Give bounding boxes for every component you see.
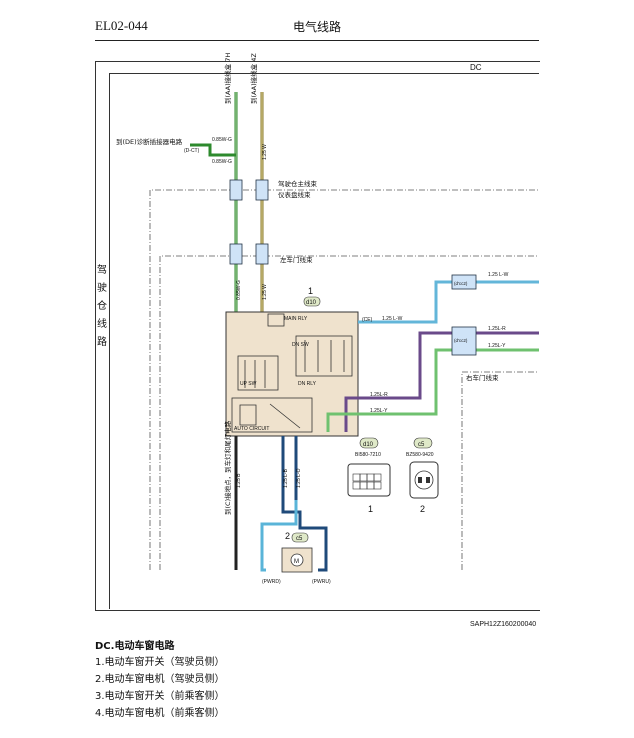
relay-block xyxy=(295,335,353,377)
header-rule xyxy=(95,40,539,41)
top-ref-label-1: 到(AA)接线盒 7H xyxy=(223,53,232,104)
sidebar-char: 路 xyxy=(97,337,107,348)
connector-tag-d10 xyxy=(359,437,379,449)
legend-list: 1.电动车窗开关（驾驶员侧） 2.电动车窗电机（驾驶员侧） 3.电动车窗开关（前… xyxy=(95,654,225,722)
conn-d10-part: BI580-7210 xyxy=(355,452,381,458)
harness-left-door-label: 左车门线束 xyxy=(280,255,313,264)
motor-pwrd-label: (PWRD) xyxy=(262,579,281,585)
motor-symbol-circle xyxy=(290,553,304,567)
connector-right-lower xyxy=(451,326,477,356)
connector-top-left xyxy=(229,179,243,201)
dn-sw-label: DN SW xyxy=(292,342,309,348)
wire-label-lo: 1.25 L-O xyxy=(296,468,302,488)
switch-number: 1 xyxy=(308,286,313,296)
harness-dash-label: 仪表盘线束 xyxy=(278,190,311,199)
conn-dct-label: (D-CT) xyxy=(184,148,200,154)
connector-mid-left xyxy=(229,243,243,265)
wire-purple xyxy=(344,331,539,432)
motor-pwru-label: (PWRU) xyxy=(312,579,331,585)
conn-c5-part: BZ580-9420 xyxy=(406,452,434,458)
auto-circuit-block xyxy=(231,397,313,433)
harness-main-label: 驾驶仓主线束 xyxy=(278,179,318,188)
page-title: 电气线路 xyxy=(292,20,341,34)
wire-label-lr-1: 1.25L-R xyxy=(370,392,388,398)
harness-right-door-label: 右车门线束 xyxy=(466,373,499,382)
wire-label-lw-1: 1.25 L-W xyxy=(382,316,403,322)
connector-right-upper xyxy=(451,274,477,290)
harness-boundary-left-door xyxy=(159,255,539,570)
motor-symbol-text: M xyxy=(294,559,299,565)
section-code: DC xyxy=(470,63,482,72)
sidebar-column xyxy=(95,73,110,609)
sidebar-char: 驶 xyxy=(97,283,107,294)
harness-boundary-right-door xyxy=(461,371,539,570)
page-code: EL02-044 xyxy=(95,18,148,33)
diagram-caption: DC.电动车窗电路 xyxy=(95,641,175,652)
conn-dlc-label-2: (d'cc2) xyxy=(454,338,468,343)
conn-d10-tag-text: d10 xyxy=(363,442,374,448)
sidebar-char: 仓 xyxy=(97,301,107,312)
connector-fig-2: 2 xyxy=(420,504,425,514)
connector-face-c5 xyxy=(409,461,439,499)
diag-ref-label: 到(DE)诊断插接器电路 xyxy=(116,137,183,146)
wire-light-green xyxy=(326,348,539,432)
wire-light-blue xyxy=(358,280,539,324)
wire-label-lb: 1.25 L-B xyxy=(283,468,289,488)
reference-code: SAPH12Z160200040 xyxy=(470,621,537,628)
legend-item: 1.电动车窗开关（驾驶员侧） xyxy=(95,657,225,668)
sidebar-char: 驾 xyxy=(97,265,107,276)
wire-label-w-2: 1.25 W xyxy=(262,284,268,300)
wire-label-ly-2: 1.25L-Y xyxy=(488,343,506,349)
ground-ref-label: 到(C)接地点，到车灯和尾灯电路 xyxy=(223,420,232,515)
legend-item: 4.电动车窗电机（前乘客侧） xyxy=(95,708,225,719)
motor-number: 2 xyxy=(285,531,290,541)
wire-label-wg-2: 0.85W-G xyxy=(212,159,232,165)
wire-diag-branch xyxy=(190,143,236,157)
window-switch-body xyxy=(225,311,359,437)
switch-connector-text: d10 xyxy=(306,300,317,306)
legend-item: 3.电动车窗开关（前乘客侧） xyxy=(95,691,225,702)
connector-tag-c5 xyxy=(413,437,433,449)
main-rly-label: MAIN RLY xyxy=(284,316,308,322)
wire-label-wg-3: 0.85W-G xyxy=(236,280,242,300)
wire-label-b: 1.25 B xyxy=(236,473,242,488)
sidebar-label: 驾 驶 仓 线 路 xyxy=(96,262,108,352)
conn-dlc-label-1: (d'cc2) xyxy=(454,281,468,286)
diagram-frame xyxy=(95,61,540,611)
wire-label-w-1: 1.25 W xyxy=(262,144,268,160)
conn-c5-tag-text: c5 xyxy=(418,442,425,448)
up-down-switch-block xyxy=(237,355,279,391)
dn-rly-label: DN RLY xyxy=(298,381,317,387)
top-ref-label-2: 到(AA)接线盒 4Z xyxy=(249,53,258,104)
wire-motor-power-up xyxy=(281,436,328,572)
switch-tag-d10 xyxy=(303,296,321,307)
connector-fig-1: 1 xyxy=(368,504,373,514)
section-rule xyxy=(109,73,539,74)
auto-circuit-label: AUTO CIRCUIT xyxy=(234,426,269,432)
harness-boundary-main xyxy=(149,189,539,570)
sidebar-char: 线 xyxy=(97,319,107,330)
connector-mid-right xyxy=(255,243,269,265)
legend-item: 2.电动车窗电机（驾驶员侧） xyxy=(95,674,225,685)
connector-face-d10 xyxy=(347,463,391,497)
wire-label-lw-2: 1.25 L-W xyxy=(488,272,509,278)
up-sw-label: UP SW xyxy=(240,381,257,387)
wire-label-ly-1: 1.25L-Y xyxy=(370,408,388,414)
wire-motor-power-down xyxy=(260,500,298,572)
wire-label-wg-1: 0.85W-G xyxy=(212,137,232,143)
conn-ce-label: (CE) xyxy=(362,317,373,323)
wire-label-lr-2: 1.25L-R xyxy=(488,326,506,332)
motor-tag-c5 xyxy=(291,532,309,543)
connector-top-right xyxy=(255,179,269,201)
motor-connector-text: c5 xyxy=(296,536,303,542)
